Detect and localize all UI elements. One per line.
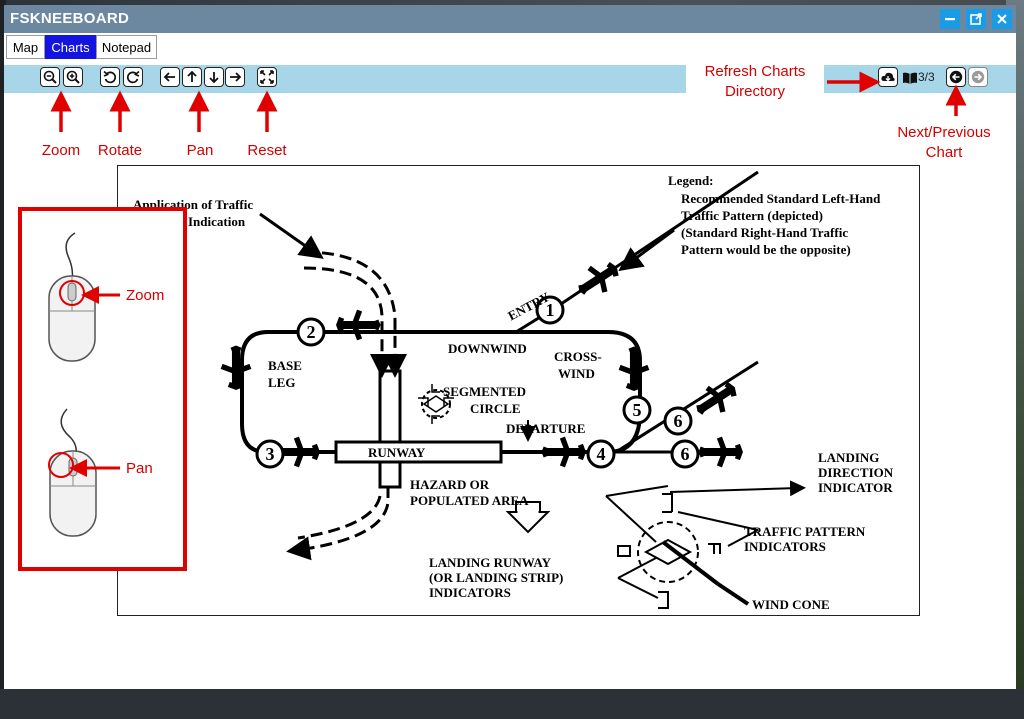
crosswind-label-2: WIND <box>558 366 595 381</box>
desktop-background <box>0 0 6 719</box>
base-label-2: LEG <box>268 375 295 390</box>
title-bar[interactable]: FSKNEEBOARD <box>4 5 1016 33</box>
traffic-indicators-label-1: TRAFFIC PATTERN <box>744 524 866 539</box>
pan-down-button[interactable] <box>204 67 224 87</box>
application-label-2: Indication <box>188 214 246 229</box>
minimize-button[interactable] <box>940 9 960 29</box>
mouse-illustrations <box>48 232 120 537</box>
landing-runway-label-3: INDICATORS <box>429 585 511 600</box>
previous-icon <box>949 70 963 84</box>
window-title: FSKNEEBOARD <box>10 10 130 27</box>
base-label-1: BASE <box>268 358 302 373</box>
landing-runway-label-2: (OR LANDING STRIP) <box>429 570 563 585</box>
minimize-icon <box>945 18 955 21</box>
runway-label: RUNWAY <box>368 445 426 460</box>
tab-map[interactable]: Map <box>6 35 45 59</box>
mouse-zoom-label: Zoom <box>126 287 165 304</box>
landing-direction-label-1: LANDING <box>818 450 879 465</box>
nextprev-label-2: Chart <box>925 144 963 161</box>
page-indicator: 3/3 <box>918 70 935 84</box>
book-icon[interactable] <box>902 71 918 85</box>
landing-direction-label-3: INDICATOR <box>818 480 893 495</box>
traffic-pattern-diagram: RUNWAY 1 2 3 4 5 6 6 <box>133 170 894 612</box>
legend-line-1: Recommended Standard Left-Hand <box>681 191 881 206</box>
zoom-out-button[interactable] <box>40 67 60 87</box>
close-button[interactable] <box>992 9 1012 29</box>
rotate-left-button[interactable] <box>100 67 120 87</box>
point-6b: 6 <box>681 444 690 464</box>
arrow-left-icon <box>163 72 175 82</box>
point-6a: 6 <box>674 411 683 431</box>
zoom-in-button[interactable] <box>63 67 83 87</box>
rotate-label: Rotate <box>97 142 143 159</box>
landing-direction-label-2: DIRECTION <box>818 465 894 480</box>
next-chart-button[interactable] <box>968 67 988 87</box>
rotate-right-icon <box>127 70 140 84</box>
pan-up-button[interactable] <box>182 67 202 87</box>
hazard-label-2: POPULATED AREA <box>410 493 529 508</box>
legend-title: Legend: <box>668 173 714 188</box>
wind-cone-label: WIND CONE <box>752 597 830 612</box>
zoom-label: Zoom <box>41 142 81 159</box>
hazard-label-1: HAZARD OR <box>410 477 490 492</box>
point-5: 5 <box>633 400 642 420</box>
mouse-help-panel: Zoom Pan <box>18 207 187 571</box>
refresh-callout: Refresh Charts Directory <box>686 58 824 108</box>
mouse-cord-top <box>65 232 76 282</box>
point-2: 2 <box>307 322 316 342</box>
downwind-label: DOWNWIND <box>448 341 527 356</box>
close-icon <box>997 14 1007 24</box>
segmented-label-2: CIRCLE <box>470 401 521 416</box>
rotate-right-button[interactable] <box>123 67 143 87</box>
legend-line-4: Pattern would be the opposite) <box>681 242 851 257</box>
point-1: 1 <box>546 300 555 320</box>
desktop-background-bottom <box>0 689 1024 719</box>
next-icon <box>971 70 985 84</box>
tab-notepad[interactable]: Notepad <box>96 35 157 59</box>
point-3: 3 <box>266 444 275 464</box>
legend-line-3: (Standard Right-Hand Traffic <box>681 225 848 240</box>
refresh-label-2: Directory <box>724 83 785 100</box>
arrow-right-icon <box>230 72 242 82</box>
landing-runway-label-1: LANDING RUNWAY <box>429 555 552 570</box>
nextprev-label-1: Next/Previous <box>897 124 991 141</box>
tab-charts[interactable]: Charts <box>45 35 96 59</box>
reset-button[interactable] <box>257 67 277 87</box>
departure-label: DEPARTURE <box>506 421 585 436</box>
traffic-indicators-label-2: INDICATORS <box>744 539 826 554</box>
arrow-up-icon <box>187 70 197 82</box>
reset-label: Reset <box>247 142 287 159</box>
zoom-out-icon <box>43 70 57 84</box>
mouse-pan-label: Pan <box>126 460 153 477</box>
rotate-left-icon <box>103 70 116 84</box>
popout-icon <box>970 13 982 25</box>
point-4: 4 <box>597 444 606 464</box>
arrow-down-icon <box>209 72 219 84</box>
crosswind-label-1: CROSS- <box>554 349 602 364</box>
reset-icon <box>260 70 274 84</box>
cloud-download-icon <box>881 72 895 82</box>
pan-label: Pan <box>186 142 214 159</box>
pan-right-button[interactable] <box>225 67 245 87</box>
popout-button[interactable] <box>966 9 986 29</box>
chart-view[interactable]: RUNWAY 1 2 3 4 5 6 6 <box>117 165 920 616</box>
refresh-label-1: Refresh Charts <box>704 63 806 80</box>
legend-line-2: Traffic Pattern (depicted) <box>681 208 823 223</box>
segmented-label-1: SEGMENTED <box>443 384 526 399</box>
pan-left-button[interactable] <box>160 67 180 87</box>
zoom-in-icon <box>66 70 80 84</box>
